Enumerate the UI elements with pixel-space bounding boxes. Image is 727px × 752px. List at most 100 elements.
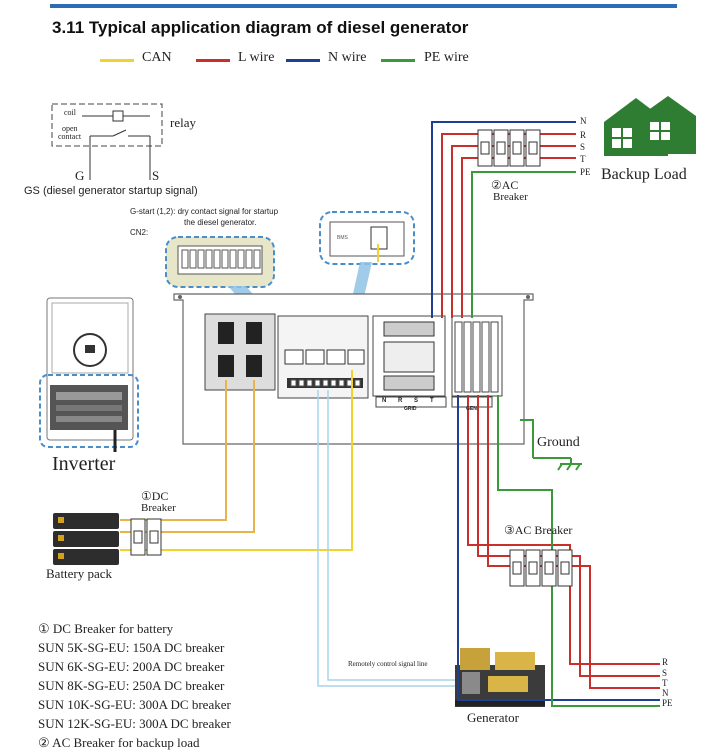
wire-ground	[520, 419, 534, 458]
cn2-pin	[237, 249, 245, 269]
grid-terminal-t: T	[430, 398, 434, 404]
dc-breaker-switch	[133, 530, 143, 544]
wires	[89, 121, 660, 707]
dc-breaker-name: Breaker	[141, 502, 176, 514]
generator-picture	[455, 648, 545, 707]
panel-terminals	[290, 321, 499, 393]
cn2-pin	[189, 249, 197, 269]
note-line: ② AC Breaker for backup load	[38, 735, 200, 750]
wire-remote-signal	[327, 390, 455, 681]
cn2-pin	[205, 249, 213, 269]
note-line: SUN 12K-SG-EU: 300A DC breaker	[38, 716, 231, 731]
svg-text:BMS: BMS	[337, 235, 349, 241]
legend-label-n: N wire	[328, 50, 367, 65]
ac-breaker-2-num: ②AC	[491, 178, 519, 192]
backup-load-label: Backup Load	[601, 166, 687, 183]
legend-swatch-pe	[381, 59, 415, 62]
relay-label: relay	[170, 115, 196, 130]
gen-terminal-s: S	[662, 668, 668, 678]
ground-label: Ground	[537, 435, 580, 450]
load-terminal	[472, 321, 481, 393]
ac-breaker-2-switch	[512, 141, 522, 155]
ac-breaker-3-label: ③AC Breaker	[504, 523, 573, 537]
relay-coil-label: coil	[64, 108, 76, 117]
ac-breaker-3-switch	[512, 561, 522, 575]
remote-signal-label: Remotely control signal line	[348, 660, 428, 668]
wire-remote-signal	[317, 390, 455, 687]
wire-gen-s	[477, 395, 660, 677]
breakers	[130, 129, 573, 587]
cn2-pin	[197, 249, 205, 269]
load-terminal	[481, 321, 490, 393]
page-title: 3.11 Typical application diagram of dies…	[52, 18, 469, 37]
wire-dc-minus	[120, 380, 255, 533]
relay-contact-label: contact	[58, 132, 82, 141]
wire-backup-pe	[471, 171, 576, 318]
backup-terminal-n: N	[580, 116, 587, 126]
wire-gen-n	[457, 395, 660, 701]
legend-swatch-l	[196, 59, 230, 62]
ac-breaker-2-switch	[480, 141, 490, 155]
bms-callout: BMS	[319, 211, 415, 265]
backup-terminal-r: R	[580, 130, 587, 140]
comm-terminal	[338, 379, 345, 387]
comm-terminal	[322, 379, 329, 387]
wire-backup-n	[431, 121, 576, 318]
wire-can	[120, 370, 353, 551]
house-icon	[604, 96, 696, 156]
comm-terminal	[298, 379, 305, 387]
grid-terminal-n: N	[382, 398, 387, 404]
grid-label: GRID	[404, 406, 417, 412]
battery-pack-label: Battery pack	[46, 566, 113, 581]
cn2-pin	[181, 249, 189, 269]
legend-label-l: L wire	[238, 50, 275, 65]
cn2-pin	[253, 249, 261, 269]
backup-terminal-pe: PE	[580, 167, 591, 177]
comm-terminal	[290, 379, 297, 387]
relay-box	[51, 103, 163, 170]
note-line: SUN 6K-SG-EU: 200A DC breaker	[38, 659, 225, 674]
gen-terminal-pe: PE	[662, 698, 673, 708]
gen-terminal-n: N	[662, 688, 669, 698]
gs-caption: GS (diesel generator startup signal)	[24, 185, 198, 197]
dc-breaker-switch	[149, 530, 159, 544]
gen-terminal-t: T	[662, 678, 668, 688]
backup-terminal-t: T	[580, 154, 586, 164]
ac-breaker-2-switch	[496, 141, 506, 155]
load-terminal	[454, 321, 463, 393]
cn2-pin	[213, 249, 221, 269]
comm-terminal	[306, 379, 313, 387]
grid-terminal-r: R	[398, 398, 403, 404]
ac-breaker-2-switch	[528, 141, 538, 155]
load-terminal	[463, 321, 472, 393]
generator-label: Generator	[467, 710, 519, 725]
relay-open-label: open	[62, 124, 78, 133]
ground-symbol	[533, 457, 582, 471]
gen-terminal-r: R	[662, 657, 669, 667]
cn2-pin	[229, 249, 237, 269]
note-line: ① DC Breaker for battery	[38, 621, 174, 636]
note-line: SUN 5K-SG-EU: 150A DC breaker	[38, 640, 225, 655]
breaker-notes: ① DC Breaker for battery SUN 5K-SG-EU: 1…	[38, 619, 231, 752]
legend-label-can: CAN	[142, 50, 172, 65]
cn2-pin	[245, 249, 253, 269]
dc-breaker-num: ①DC	[141, 489, 169, 503]
legend-label-pe: PE wire	[424, 50, 469, 65]
cn2-label: CN2:	[130, 228, 149, 237]
inverter-picture	[39, 297, 139, 452]
gstart-line2: the diesel generator.	[184, 218, 257, 227]
comm-terminal	[314, 379, 321, 387]
inverter-label: Inverter	[52, 453, 116, 475]
ac-breaker-3-switch	[560, 561, 570, 575]
note-line: SUN 8K-SG-EU: 250A DC breaker	[38, 678, 225, 693]
gen-label: GEN	[466, 406, 477, 412]
legend-swatch-n	[286, 59, 320, 62]
battery-pack-picture	[53, 513, 119, 565]
ac-breaker-3-switch	[528, 561, 538, 575]
header-rule	[50, 4, 677, 8]
wire-gen-r	[467, 395, 660, 665]
cn2-pins	[181, 249, 261, 269]
backup-terminal-s: S	[580, 142, 586, 152]
